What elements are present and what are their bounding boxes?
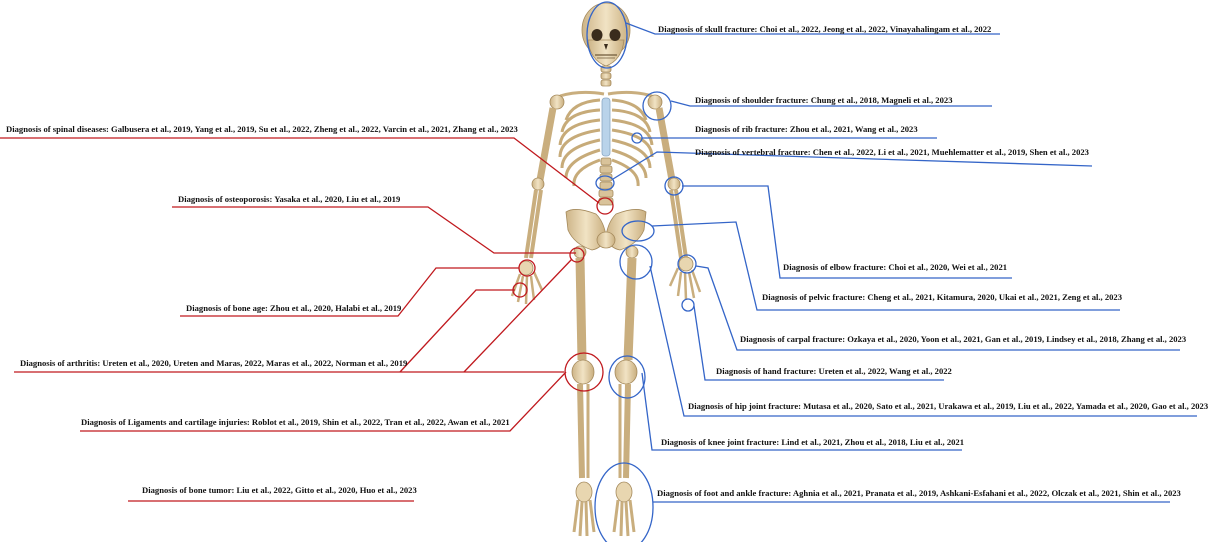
hip-red-marker	[569, 247, 585, 263]
hip-marker	[619, 244, 653, 280]
bone-age-leader	[180, 267, 519, 317]
pelvic-fracture-label: Diagnosis of pelvic fracture: Cheng et a…	[762, 292, 1123, 302]
knee-fracture-label: Diagnosis of knee joint fracture: Lind e…	[661, 437, 965, 447]
vertebral-leader	[612, 151, 1093, 180]
elbow-leader	[682, 185, 1012, 279]
carpal-leader	[695, 265, 1180, 351]
hand-fracture-label: Diagnosis of hand fracture: Ureten et al…	[716, 366, 952, 376]
skeleton-illustration	[510, 2, 702, 537]
bone-age-label: Diagnosis of bone age: Zhou et al., 2020…	[186, 303, 402, 313]
left-annotations	[0, 137, 614, 502]
pelvis	[565, 209, 647, 251]
osteoporosis-label: Diagnosis of osteoporosis: Yasaka et al.…	[178, 194, 401, 204]
pelvic-marker	[621, 220, 655, 242]
ligaments-leader	[80, 371, 567, 432]
hip-leader	[649, 265, 1197, 417]
arthritis-leader-hand	[399, 289, 515, 373]
spine-marker	[596, 197, 614, 215]
foot-ankle-fracture-label: Diagnosis of foot and ankle fracture: Ag…	[657, 488, 1181, 498]
left-foot	[572, 481, 596, 537]
right-foot	[612, 481, 636, 537]
spinal-leader	[0, 137, 600, 204]
foot-marker	[594, 462, 654, 542]
right-annotations	[586, 1, 1197, 542]
knee-marker	[608, 355, 646, 399]
elbow-fracture-label: Diagnosis of elbow fracture: Choi et al.…	[783, 262, 1008, 272]
pelvic-leader	[651, 221, 1120, 311]
hand-leader	[693, 305, 944, 381]
osteoporosis-leader	[172, 206, 576, 254]
vertebral-marker	[595, 175, 615, 191]
ligaments-cartilage-label: Diagnosis of Ligaments and cartilage inj…	[81, 417, 510, 427]
shoulder-fracture-label: Diagnosis of shoulder fracture: Chung et…	[695, 95, 953, 105]
skull-marker	[586, 1, 628, 69]
shoulder-leader	[670, 100, 992, 107]
carpal-marker	[677, 254, 697, 274]
rib-fracture-label: Diagnosis of rib fracture: Zhou et al., …	[695, 124, 918, 134]
hand-marker	[681, 298, 695, 312]
right-hand	[668, 256, 702, 301]
vertebral-fracture-label: Diagnosis of vertebral fracture: Chen et…	[695, 147, 1089, 157]
skull-fracture-label: Diagnosis of skull fracture: Choi et al.…	[658, 24, 992, 34]
knee-red-marker	[564, 352, 604, 392]
cervical-spine	[600, 65, 612, 87]
carpal-fracture-label: Diagnosis of carpal fracture: Ozkaya et …	[740, 334, 1187, 344]
skull-leader	[625, 22, 1000, 35]
knee-leader	[641, 372, 962, 451]
ribcage	[558, 98, 654, 187]
spinal-diseases-label: Diagnosis of spinal diseases: Galbusera …	[6, 124, 518, 134]
arthritis-label: Diagnosis of arthritis: Ureten et al., 2…	[20, 358, 408, 368]
arthritis-leader-hip	[463, 258, 573, 373]
bone-tumor-label: Diagnosis of bone tumor: Liu et al., 202…	[142, 485, 417, 495]
hip-fracture-label: Diagnosis of hip joint fracture: Mutasa …	[688, 401, 1208, 411]
shoulder-marker	[642, 91, 672, 121]
